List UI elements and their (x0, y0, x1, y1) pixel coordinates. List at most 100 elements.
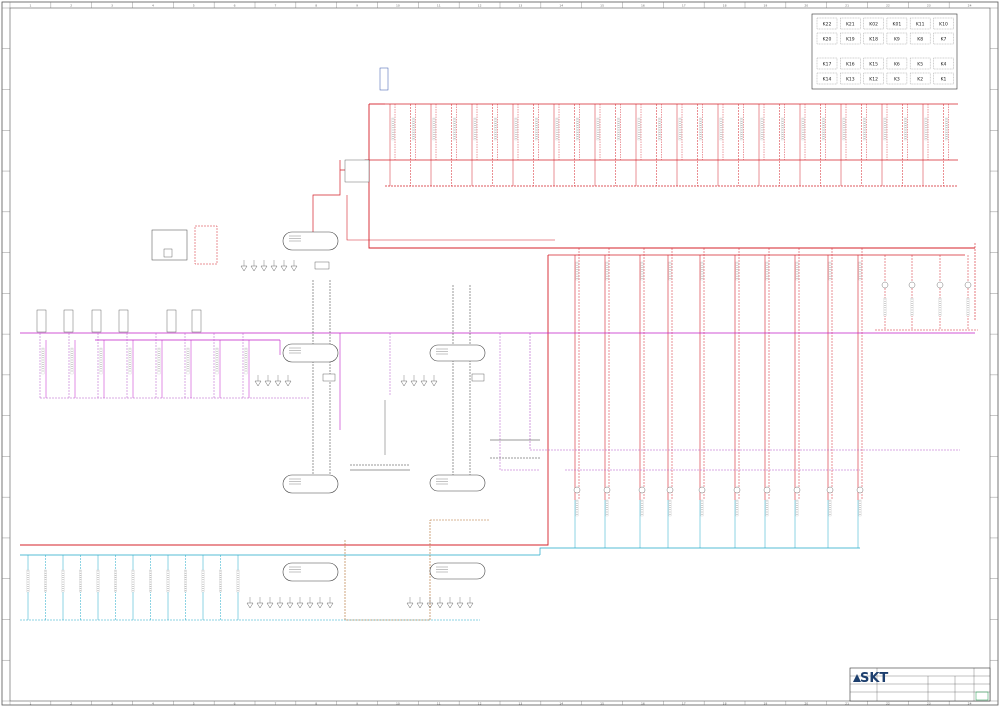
legend-cell (886, 17, 908, 30)
valve-icon (316, 602, 324, 609)
column-number: 24 (968, 701, 972, 705)
valve-icon (420, 380, 428, 387)
column-number: 1 (29, 701, 31, 705)
device-tag (166, 569, 170, 593)
legend-cell-label: K15 (869, 62, 878, 68)
column-number: 5 (193, 701, 195, 705)
column-number: 4 (152, 4, 154, 8)
valve-icon (436, 602, 444, 609)
storage-tank (282, 562, 339, 582)
column-number: 11 (437, 701, 441, 705)
row-grid-left (2, 7, 10, 702)
device-tag (700, 261, 704, 281)
device-tag (79, 569, 82, 593)
legend-frame (811, 13, 958, 90)
legend-cell (816, 17, 838, 30)
device-tag (99, 347, 103, 375)
valve-icon (430, 380, 438, 387)
consumer-unit-icon (666, 486, 674, 494)
storage-tank (282, 474, 339, 494)
column-number: 14 (559, 701, 563, 705)
device-tag (640, 499, 644, 517)
violet-lower-header (529, 333, 960, 451)
device-tag (473, 117, 477, 141)
pump-box (314, 261, 330, 270)
pump-box (322, 373, 336, 382)
column-number: 23 (927, 4, 931, 8)
legend-cell-label: K2 (917, 77, 923, 83)
sensor-box (191, 309, 202, 333)
column-number: 19 (764, 4, 768, 8)
legend-cell (840, 72, 861, 85)
legend-cell-label: K19 (846, 37, 855, 43)
device-tag (924, 117, 928, 141)
violet-branch-right (499, 333, 540, 471)
consumer-unit-icon (603, 486, 611, 494)
column-number: 18 (723, 701, 727, 705)
column-number: 21 (845, 701, 849, 705)
legend-cell (933, 57, 954, 70)
legend-cell (910, 32, 931, 45)
device-tag (514, 117, 518, 141)
device-tag (391, 117, 395, 141)
legend-cell (863, 57, 884, 70)
device-tag (26, 569, 30, 593)
column-number: 15 (600, 701, 604, 705)
consumer-unit-icon (826, 486, 834, 494)
column-number: 10 (396, 701, 400, 705)
legend-cell-label: K10 (939, 22, 948, 28)
brown-circuit (344, 520, 431, 621)
legend-cell-label: K01 (893, 22, 902, 28)
device-tag (96, 569, 100, 593)
valve-icon (250, 265, 258, 272)
device-tag (244, 347, 248, 375)
column-number: 2 (70, 4, 72, 8)
circulation-unit-icon (936, 281, 944, 289)
column-number: 3 (111, 701, 113, 705)
column-number: 13 (519, 4, 523, 8)
column-number: 16 (641, 4, 645, 8)
device-tag (494, 117, 497, 141)
column-number: 17 (682, 4, 686, 8)
valve-icon (270, 265, 278, 272)
column-number: 17 (682, 701, 686, 705)
legend-cell (840, 57, 861, 70)
device-tag (617, 117, 620, 141)
logo-triangle-icon (853, 674, 861, 682)
valve-icon (266, 602, 274, 609)
consumer-unit-icon (638, 486, 646, 494)
legend-cell (910, 57, 931, 70)
device-tag (700, 499, 704, 517)
device-tag (765, 261, 769, 281)
circulation-unit-icon (964, 281, 972, 289)
legend-cell-label: K3 (894, 77, 900, 83)
device-tag (186, 347, 190, 375)
column-number: 7 (274, 701, 276, 705)
column-number: 23 (927, 701, 931, 705)
valve-icon (286, 602, 294, 609)
column-number: 6 (234, 701, 236, 705)
device-tag (801, 117, 805, 141)
column-number: 2 (70, 701, 72, 705)
legend-cell-label: K12 (869, 77, 878, 83)
legend-cell (886, 72, 908, 85)
device-tag (668, 499, 672, 517)
legend-cell-label: K5 (917, 62, 923, 68)
legend-cell (816, 72, 838, 85)
device-tag (858, 261, 862, 281)
device-tag (149, 569, 152, 593)
column-number: 15 (600, 4, 604, 8)
secondary-supply (346, 195, 555, 241)
legend-cell (816, 57, 838, 70)
legend-cell-label: K8 (917, 37, 923, 43)
legend-cell (910, 72, 931, 85)
device-tag (201, 569, 205, 593)
sensor-box (166, 309, 177, 333)
pump-box (471, 373, 485, 382)
valve-icon (280, 265, 288, 272)
valve-icon (240, 265, 248, 272)
valve-icon (410, 380, 418, 387)
device-tag (822, 117, 825, 141)
